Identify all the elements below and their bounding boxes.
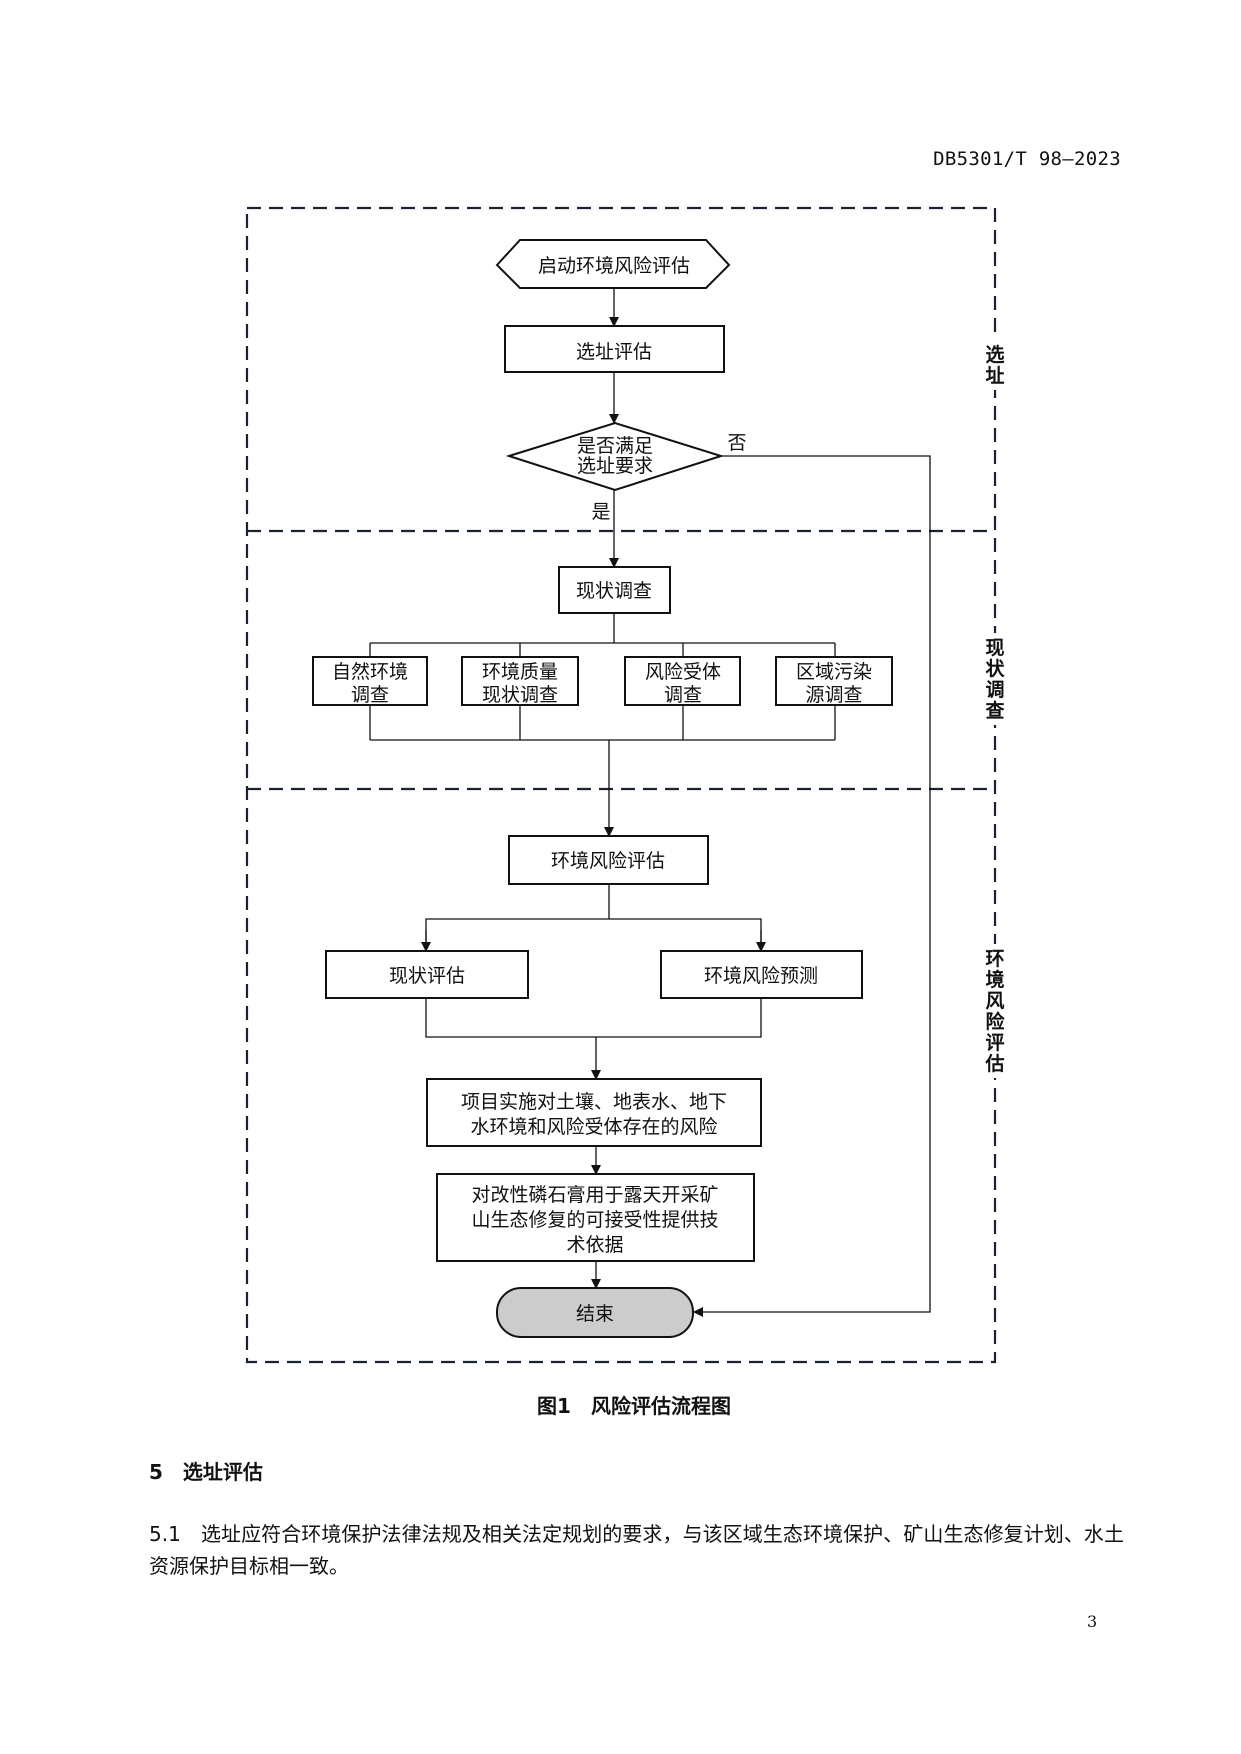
decision-diamond — [505, 421, 725, 492]
survey-item-label: 自然环境 — [332, 661, 408, 683]
survey-item-label: 现状调查 — [482, 684, 558, 706]
stage-label: 选址 — [985, 344, 1004, 387]
survey-label: 现状调查 — [576, 580, 652, 602]
basis-label: 术依据 — [566, 1234, 623, 1256]
risk-predict-box — [660, 950, 863, 999]
yes-label: 是 — [591, 501, 610, 523]
no-label: 否 — [727, 432, 746, 454]
document-code: DB5301/T 98—2023 — [933, 148, 1121, 170]
section-heading: 5 选址评估 — [149, 1460, 263, 1484]
basis-box — [436, 1173, 755, 1262]
no-branch-arrow — [693, 455, 931, 1317]
risk-summary-label: 水环境和风险受体存在的风险 — [470, 1116, 717, 1138]
end-node — [496, 1287, 694, 1338]
survey-item-box — [461, 656, 579, 706]
stage-frames — [245, 206, 997, 1364]
risk-eval-label: 环境风险评估 — [551, 850, 665, 872]
site-eval-label: 选址评估 — [576, 341, 652, 363]
survey-item-box — [775, 656, 893, 706]
status-eval-box — [325, 950, 529, 999]
start-node — [495, 239, 731, 289]
risk-summary-box — [426, 1078, 762, 1147]
survey-item-label: 风险受体 — [645, 661, 721, 683]
page-number: 3 — [1087, 1612, 1098, 1631]
basis-label: 山生态修复的可接受性提供技 — [471, 1209, 718, 1231]
survey-item-box — [624, 656, 741, 706]
survey-item-label: 调查 — [664, 684, 702, 706]
decision-label: 选址要求 — [577, 455, 653, 477]
survey-item-label: 环境质量 — [482, 661, 558, 683]
risk-summary-label: 项目实施对土壤、地表水、地下 — [461, 1091, 727, 1113]
site-eval-box — [504, 325, 725, 373]
stage-label: 环境风险评估 — [984, 948, 1005, 1075]
risk-eval-box — [508, 835, 709, 885]
survey-item-box — [312, 656, 428, 706]
start-label: 启动环境风险评估 — [538, 255, 690, 277]
survey-box — [558, 566, 671, 614]
end-label: 结束 — [576, 1303, 614, 1325]
risk-predict-label: 环境风险预测 — [704, 965, 818, 987]
status-eval-label: 现状评估 — [389, 965, 465, 987]
risk-assessment-flowchart: 启动环境风险评估 选址评估 是否满足 选址要求 否 是 现状调查 自然环境 调查… — [245, 206, 1006, 1364]
figure-caption: 图1 风险评估流程图 — [537, 1394, 731, 1418]
paragraph: 5.1 选址应符合环境保护法律法规及相关法定规划的要求，与该区域生态环境保护、矿… — [149, 1522, 1124, 1578]
outer-dashed-frame — [245, 206, 997, 1364]
decision-label: 是否满足 — [577, 435, 653, 457]
survey-item-label: 调查 — [351, 684, 389, 706]
stage-label: 现状调查 — [984, 637, 1005, 722]
basis-label: 对改性磷石膏用于露天开采矿 — [471, 1183, 718, 1206]
survey-item-label: 区域污染 — [796, 661, 872, 683]
survey-item-label: 源调查 — [805, 684, 862, 706]
